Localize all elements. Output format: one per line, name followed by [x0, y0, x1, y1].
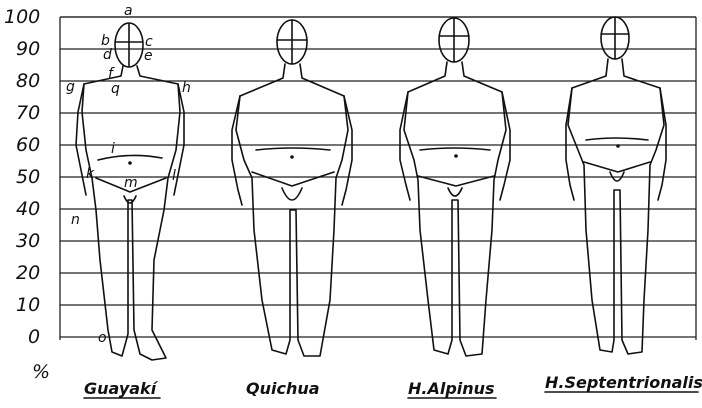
figure-guayaki [76, 23, 184, 360]
tick-label: 50 [16, 166, 40, 188]
unit-label: % [32, 361, 50, 383]
landmark-letter: g [66, 79, 75, 95]
figure-septentrionalis [566, 17, 666, 354]
caption-guayaki: Guayakí [84, 379, 159, 398]
landmark-letter: l [172, 168, 176, 184]
tick-label: 40 [16, 198, 40, 220]
hip-line [256, 148, 330, 150]
scale-labels: 100 90 80 70 60 50 40 30 20 10 0 % [4, 6, 50, 383]
torso-outline [568, 59, 664, 354]
caption-quichua: Quichua [246, 379, 320, 398]
landmark-letter: i [111, 141, 115, 157]
hip-line [586, 138, 648, 140]
landmark-letter: q [111, 81, 120, 97]
landmark-letter: m [124, 175, 138, 191]
captions: Guayakí Quichua H.Alpinus H.Septentriona… [84, 373, 702, 398]
landmark-letter: d [103, 47, 112, 63]
caption-alpinus: H.Alpinus [408, 379, 495, 398]
torso-outline [82, 66, 180, 360]
tick-label: 100 [4, 6, 40, 28]
frame [60, 17, 696, 340]
hip-line [98, 155, 162, 160]
landmark-letter: h [182, 80, 191, 96]
tick-label: 20 [16, 262, 40, 284]
tick-label: 10 [16, 294, 40, 316]
landmark-letter: e [144, 48, 153, 64]
landmark-letter: k [86, 166, 95, 182]
scale-lines [60, 17, 696, 337]
pelvis [584, 162, 650, 172]
pelvis [252, 172, 334, 186]
tick-label: 80 [16, 70, 40, 92]
hip-line [420, 148, 490, 150]
left-arm [566, 88, 574, 200]
tick-label: 70 [16, 102, 40, 124]
landmark-letter: f [108, 66, 115, 82]
landmark-letter: o [98, 330, 107, 346]
landmark-letter: n [71, 212, 80, 228]
tick-label: 60 [16, 134, 40, 156]
tick-label: 30 [16, 230, 40, 252]
landmark-letter: a [124, 3, 133, 19]
torso-outline [236, 64, 348, 356]
tick-label: 90 [16, 38, 40, 60]
caption-septentrionalis: H.Septentrionalis [545, 373, 702, 392]
tick-label: 0 [28, 326, 40, 348]
right-arm [658, 88, 666, 200]
